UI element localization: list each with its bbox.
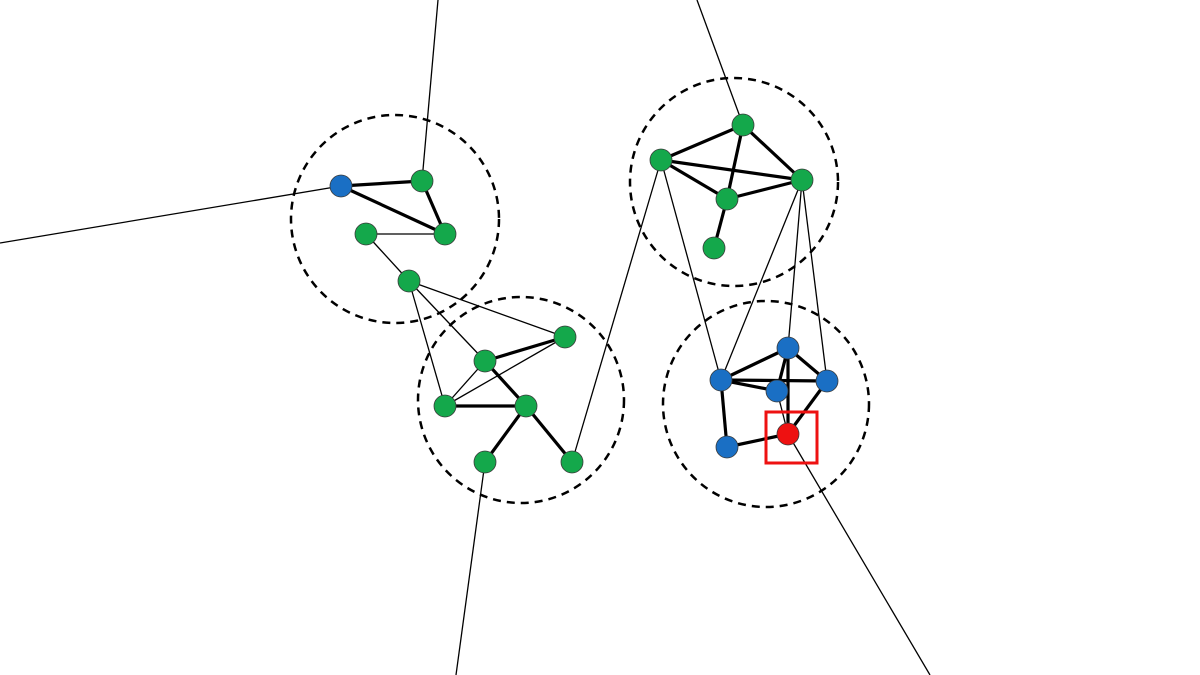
node-n6-green — [473, 349, 497, 373]
edge-n1-n2 — [340, 179, 423, 188]
node-n19-blue — [815, 369, 839, 393]
cluster-top-left — [289, 113, 501, 325]
edge-n14-n17 — [720, 179, 803, 381]
edge-n8-n10 — [483, 405, 528, 463]
edge-n7-n9 — [444, 336, 566, 407]
node-n9-green — [433, 394, 457, 418]
edge-n12-n14 — [660, 158, 803, 182]
edge-n14-n15 — [726, 178, 803, 201]
cluster-group — [289, 76, 871, 509]
node-n13-green — [731, 113, 755, 137]
cluster-bottom-right — [661, 299, 871, 509]
node-n10-green — [473, 450, 497, 474]
node-n12-green — [649, 148, 673, 172]
node-n5-green — [397, 269, 421, 293]
edge-n14-n19 — [801, 179, 828, 382]
node-n18-blue — [776, 336, 800, 360]
highlight-box — [764, 410, 819, 465]
edge-n13-n14 — [741, 123, 804, 182]
edge-n6-n7 — [484, 335, 566, 363]
edge-n17-n18 — [720, 346, 789, 382]
edge-n2-top-exit — [421, 0, 439, 182]
edge-n5-n7 — [408, 280, 566, 338]
node-n11-green — [560, 450, 584, 474]
node-group — [329, 113, 839, 474]
edge-n13-n15 — [725, 124, 745, 200]
edge-n13-top-exit-right — [696, 0, 744, 126]
node-n14-green — [790, 168, 814, 192]
cluster-top-right — [628, 76, 840, 288]
node-n21-blue — [715, 435, 739, 459]
node-n22-red — [776, 422, 800, 446]
edge-n1-left-exit — [0, 185, 342, 244]
node-n3-green — [354, 222, 378, 246]
edge-n14-n18 — [787, 179, 803, 349]
node-n1-blue — [329, 174, 353, 198]
node-n8-green — [514, 394, 538, 418]
edge-n5-n6 — [408, 280, 486, 362]
edge-n11-n12 — [571, 159, 662, 463]
node-n15-green — [715, 187, 739, 211]
cluster-bottom-left — [416, 295, 626, 505]
edge-n5-n9 — [408, 280, 446, 407]
node-n2-green — [410, 169, 434, 193]
edge-n12-n13 — [660, 123, 744, 162]
node-n16-green — [702, 236, 726, 260]
edge-n8-n11 — [524, 404, 574, 464]
node-n7-green — [553, 325, 577, 349]
edge-n22-bottom-right-exit — [787, 433, 931, 675]
edge-n12-n17 — [660, 159, 722, 381]
edge-n1-n4 — [340, 184, 446, 236]
edge-n10-bottom-exit — [455, 461, 486, 675]
node-n20-blue — [765, 379, 789, 403]
edge-n12-n15 — [660, 158, 728, 201]
node-n4-green — [433, 222, 457, 246]
node-n17-blue — [709, 368, 733, 392]
